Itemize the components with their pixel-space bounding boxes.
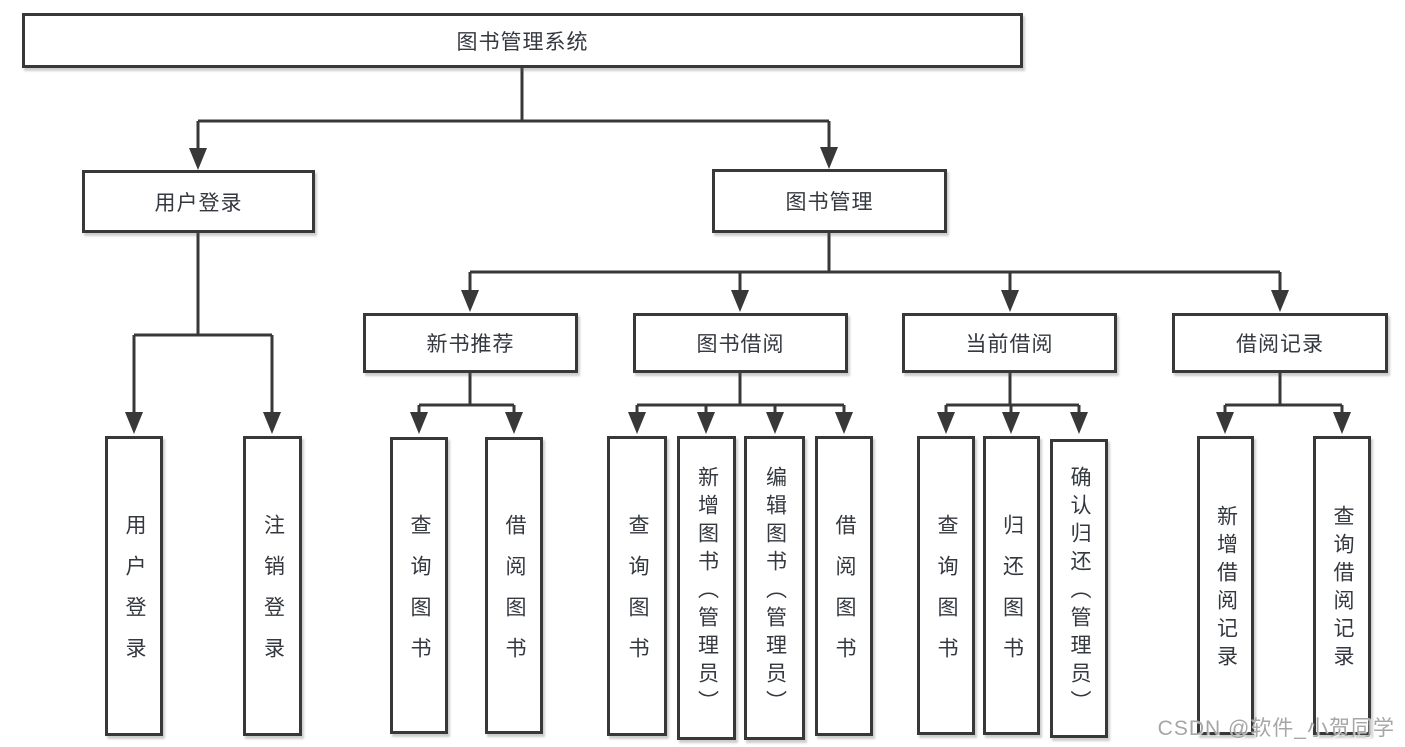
leaf-confirm-return-admin: 确认归还（管理员） bbox=[1050, 439, 1108, 738]
node-book-borrowing: 图书借阅 bbox=[633, 313, 848, 373]
leaf-add-books-admin: 新增图书（管理员） bbox=[677, 436, 736, 740]
csdn-watermark: CSDN @软件_小贺同学 bbox=[1157, 717, 1395, 740]
node-label: 借阅图书 bbox=[503, 513, 526, 678]
leaf-add-borrow-record: 新增借阅记录 bbox=[1197, 436, 1254, 735]
node-label: 新书推荐 bbox=[426, 333, 515, 356]
node-label: 新增借阅记录 bbox=[1214, 505, 1238, 673]
node-book-management: 图书管理 bbox=[712, 169, 947, 233]
leaf-edit-books-admin: 编辑图书（管理员） bbox=[744, 436, 805, 740]
node-current-borrowing: 当前借阅 bbox=[902, 313, 1117, 373]
node-user-login: 用户登录 bbox=[82, 170, 315, 233]
node-label: 用户登录 bbox=[123, 514, 146, 678]
leaf-logout: 注销登录 bbox=[243, 436, 302, 736]
node-library-management-system: 图书管理系统 bbox=[22, 13, 1023, 68]
leaf-return-books: 归还图书 bbox=[983, 436, 1040, 735]
node-label: 归还图书 bbox=[1000, 513, 1024, 678]
node-label: 当前借阅 bbox=[965, 333, 1054, 356]
node-label: 新增图书（管理员） bbox=[695, 465, 719, 718]
node-label: 编辑图书（管理员） bbox=[763, 465, 787, 718]
node-label: 图书管理 bbox=[785, 191, 874, 214]
node-label: 查询借阅记录 bbox=[1331, 505, 1354, 673]
node-label: 借阅记录 bbox=[1236, 333, 1324, 356]
leaf-query-books-current: 查询图书 bbox=[917, 436, 975, 735]
leaf-query-books-borrow: 查询图书 bbox=[607, 436, 667, 736]
node-label: 图书借阅 bbox=[696, 333, 785, 356]
node-new-book-recommendation: 新书推荐 bbox=[363, 313, 578, 373]
leaf-borrow-books-recommend: 借阅图书 bbox=[485, 437, 543, 734]
node-borrowing-records: 借阅记录 bbox=[1172, 313, 1388, 373]
node-label: 确认归还（管理员） bbox=[1068, 466, 1091, 718]
node-label: 查询图书 bbox=[935, 513, 958, 678]
node-label: 查询图书 bbox=[408, 513, 431, 678]
node-label: 查询图书 bbox=[626, 514, 649, 678]
leaf-borrow-books: 借阅图书 bbox=[815, 436, 873, 736]
node-label: 注销登录 bbox=[261, 514, 285, 678]
leaf-user-login: 用户登录 bbox=[105, 436, 163, 736]
node-label: 图书管理系统 bbox=[456, 30, 589, 54]
node-label: 借阅图书 bbox=[833, 514, 856, 678]
leaf-query-borrow-record: 查询借阅记录 bbox=[1313, 436, 1371, 735]
leaf-query-books-recommend: 查询图书 bbox=[390, 437, 448, 734]
node-label: 用户登录 bbox=[154, 191, 243, 215]
